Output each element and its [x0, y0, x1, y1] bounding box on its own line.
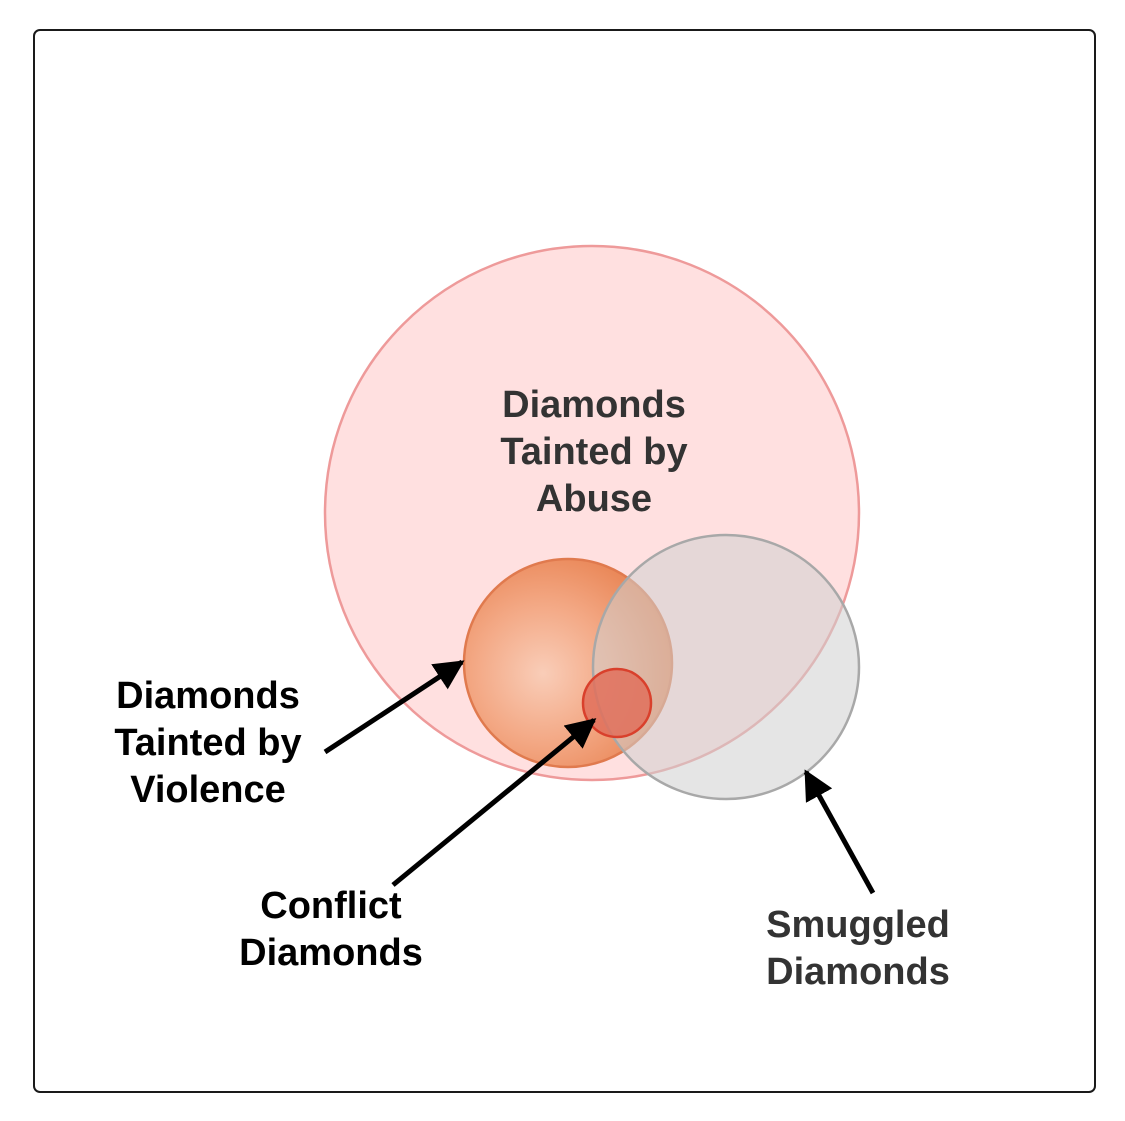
conflict-arrow	[391, 718, 597, 887]
violence-label-line-1: Diamonds	[116, 675, 300, 717]
abuse-label-line-3: Abuse	[535, 478, 653, 520]
violence-arrow	[323, 659, 465, 755]
conflict-label: Conflict Diamonds	[211, 883, 451, 977]
abuse-label: Diamonds Tainted by Abuse	[474, 382, 714, 523]
violence-label-line-2: Tainted by	[114, 722, 302, 764]
violence-label-line-3: Violence	[130, 769, 286, 811]
abuse-label-line-1: Diamonds	[502, 384, 686, 426]
abuse-label-line-2: Tainted by	[500, 431, 688, 473]
conflict-set-circle	[581, 667, 653, 739]
smuggled-label: Smuggled Diamonds	[738, 902, 978, 996]
conflict-label-line-2: Diamonds	[239, 932, 423, 974]
smuggled-arrow	[803, 769, 876, 895]
violence-label: Diamonds Tainted by Violence	[88, 673, 328, 814]
smuggled-label-line-1: Smuggled	[766, 904, 950, 946]
smuggled-set-circle	[591, 533, 861, 801]
smuggled-label-line-2: Diamonds	[766, 951, 950, 993]
conflict-label-line-1: Conflict	[260, 885, 402, 927]
